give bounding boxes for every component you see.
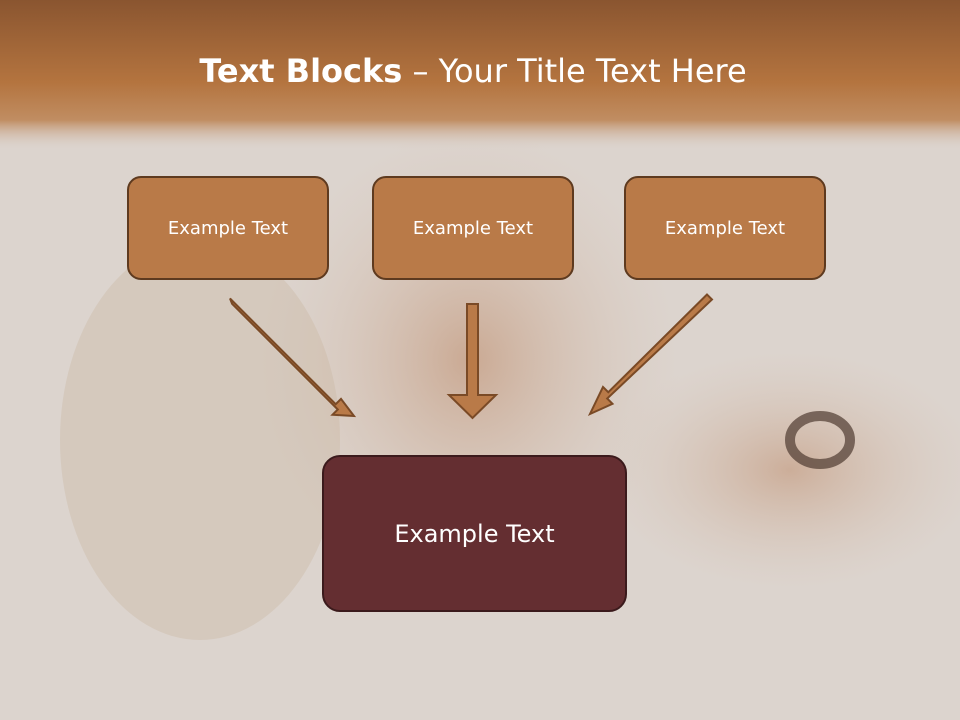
text-box-2: Example Text (372, 176, 574, 280)
text-box-3-label: Example Text (664, 217, 786, 239)
result-box: Example Text (322, 455, 627, 612)
text-box-1: Example Text (127, 176, 329, 280)
left-arrow (229, 297, 357, 418)
result-box-label: Example Text (394, 519, 555, 548)
middle-arrow (446, 303, 499, 420)
title-rest: Your Title Text Here (438, 52, 747, 90)
text-box-2-label: Example Text (412, 217, 534, 239)
text-box-3: Example Text (624, 176, 826, 280)
slide-title: Text Blocks – Your Title Text Here (0, 52, 946, 90)
title-dash: – (402, 52, 439, 90)
text-box-1-label: Example Text (167, 217, 289, 239)
title-bold-part: Text Blocks (199, 52, 403, 90)
right-arrow (587, 293, 714, 417)
